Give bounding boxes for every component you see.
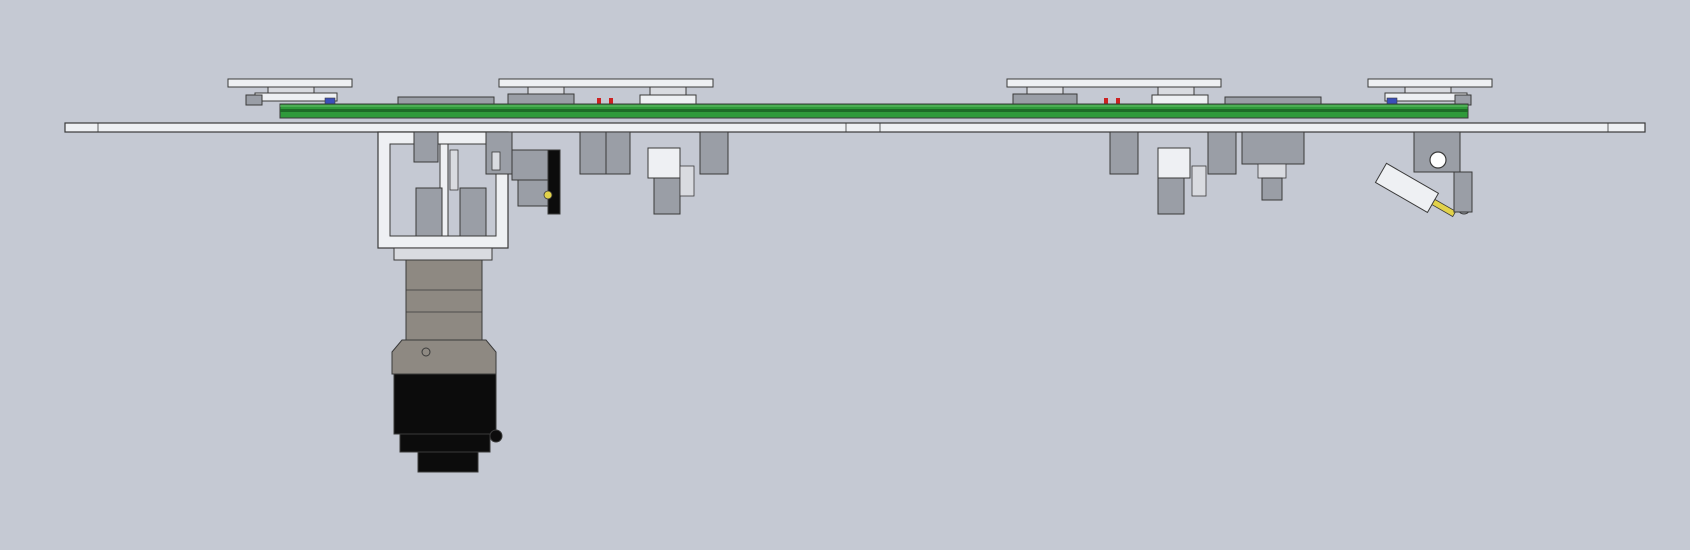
sensor-bracket-left: [579, 131, 729, 215]
pneumatic-cylinder-icon: [1374, 131, 1473, 218]
fixture-plate-group-center-right: [1006, 78, 1222, 107]
fixture-plate-group-left: [227, 78, 353, 106]
fixture-plate-group-center-left: [498, 78, 714, 107]
fixture-plate-group-right: [1367, 78, 1493, 106]
base-plate: [64, 122, 1646, 133]
sensor-bracket-right: [1109, 131, 1237, 215]
servo-motor-icon: [391, 247, 503, 473]
stopper-bracket-left: [485, 131, 561, 215]
motor-cylinder-right: [1241, 131, 1305, 201]
conveyor-belt-icon: [279, 103, 1469, 119]
